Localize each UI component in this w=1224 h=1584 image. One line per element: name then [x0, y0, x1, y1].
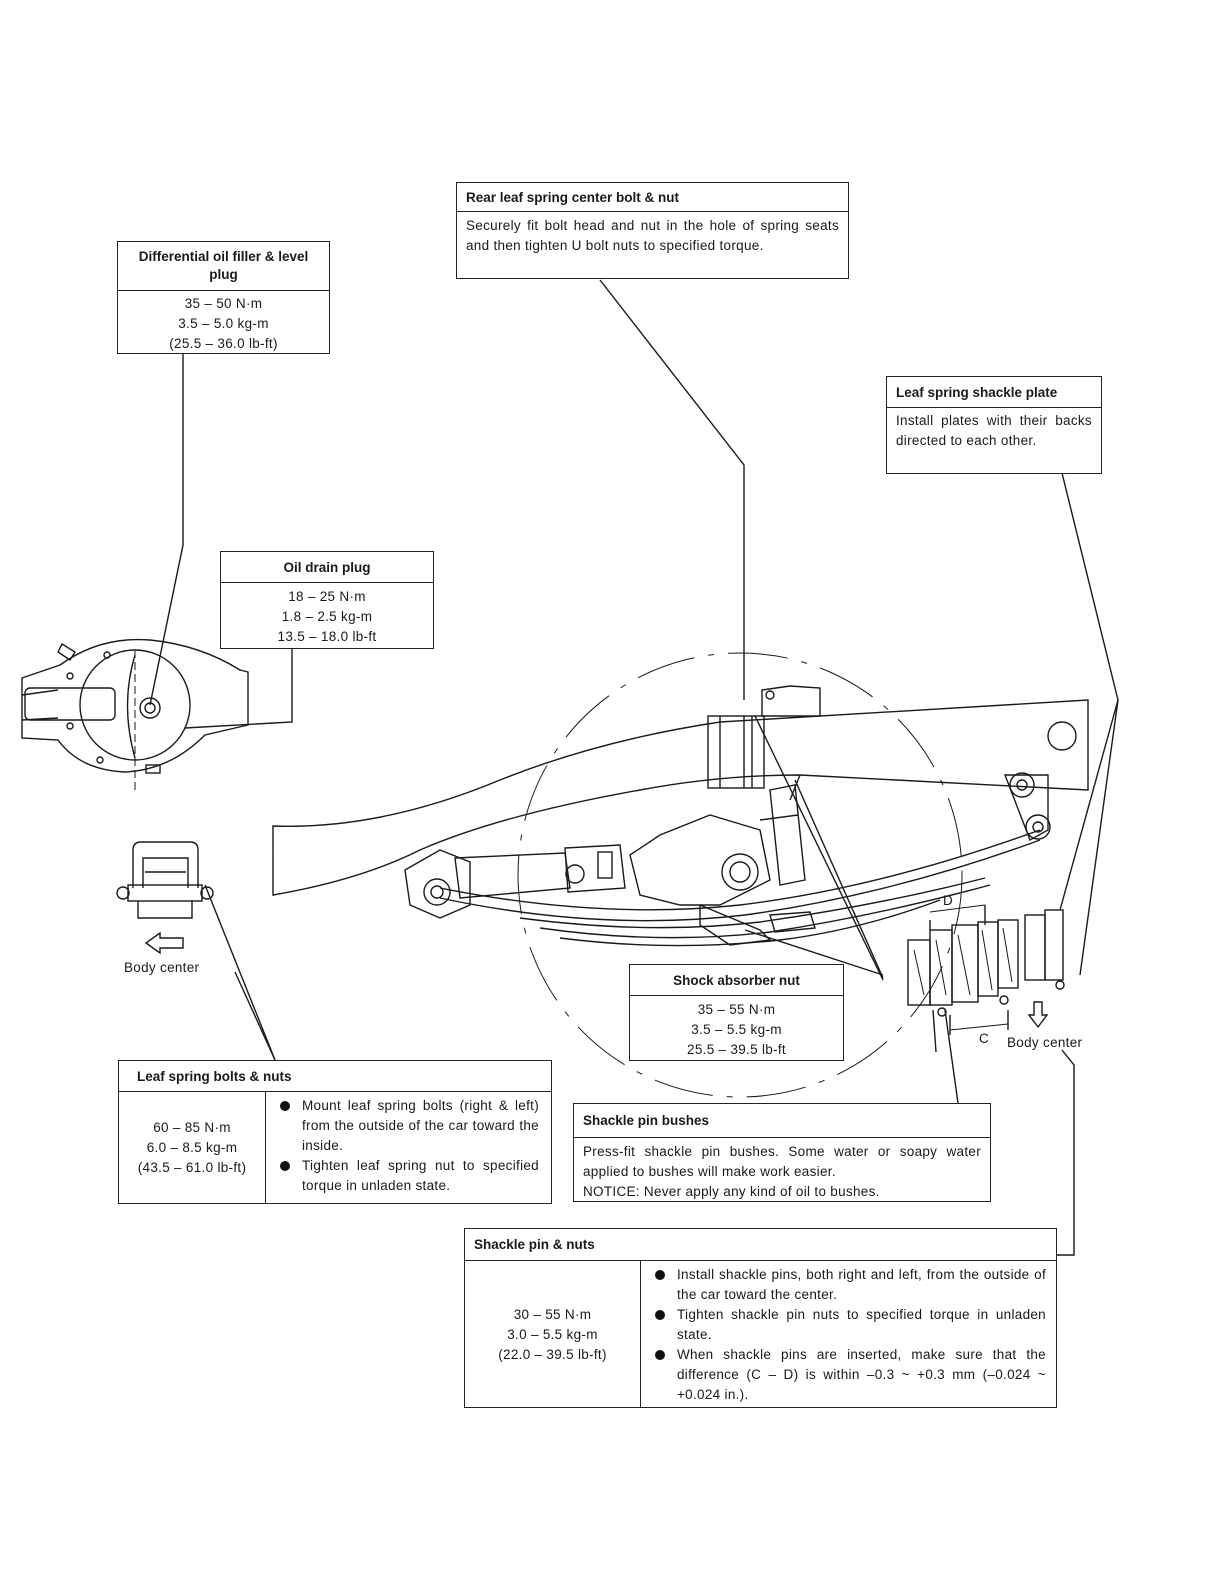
callout-title: Shackle pin bushes: [574, 1104, 990, 1138]
callout-title: Shock absorber nut: [630, 965, 843, 996]
torque-lbft: 25.5 – 39.5 lb-ft: [687, 1042, 786, 1057]
callout-title: Rear leaf spring center bolt & nut: [457, 183, 848, 212]
list-item: Tighten leaf spring nut to specified tor…: [276, 1156, 539, 1196]
torque-nm: 35 – 55 N·m: [697, 1002, 776, 1017]
callout-text: Install plates with their backs directed…: [896, 413, 1092, 448]
torque-values: 35 – 55 N·m 3.5 – 5.5 kg-m 25.5 – 39.5 l…: [630, 996, 843, 1062]
list-item: Tighten shackle pin nuts to specified to…: [651, 1305, 1046, 1345]
callout-center-bolt: Rear leaf spring center bolt & nut Secur…: [456, 182, 849, 279]
bump-stop: [707, 685, 821, 789]
callout-title-text: Differential oil filler & level plug: [138, 249, 309, 282]
torque-lbft: 13.5 – 18.0 lb-ft: [277, 629, 377, 644]
leaf-spring: [423, 829, 1041, 947]
torque-kgm: 3.5 – 5.0 kg-m: [178, 316, 269, 331]
callout-text: Securely fit bolt head and nut in the ho…: [466, 218, 839, 253]
callout-title-text: Leaf spring bolts & nuts: [137, 1068, 292, 1084]
torque-nm: 60 – 85 N·m: [153, 1120, 231, 1135]
shackle: [1003, 772, 1051, 842]
dimension-c-label: C: [979, 1031, 990, 1046]
torque-values: 30 – 55 N·m 3.0 – 5.5 kg-m (22.0 – 39.5 …: [465, 1261, 641, 1408]
torque-values: 35 – 50 N·m 3.5 – 5.0 kg-m (25.5 – 36.0 …: [118, 291, 329, 356]
torque-kgm: 3.0 – 5.5 kg-m: [507, 1326, 598, 1342]
callout-title: Shackle pin & nuts: [465, 1229, 1056, 1261]
torque-kgm: 6.0 – 8.5 kg-m: [146, 1140, 238, 1155]
shock-absorber: [759, 784, 806, 886]
dimension-d-label: D: [943, 893, 954, 908]
shackle-bush-detail: [907, 904, 1065, 1035]
torque-values: 18 – 25 N·m 1.8 – 2.5 kg-m 13.5 – 18.0 l…: [221, 583, 433, 649]
callout-title-text: Rear leaf spring center bolt & nut: [466, 189, 680, 205]
callout-diff-oil-filler-plug: Differential oil filler & level plug 35 …: [117, 241, 330, 354]
callout-title-text: Shock absorber nut: [673, 972, 800, 988]
callout-shock-absorber-nut: Shock absorber nut 35 – 55 N·m 3.5 – 5.5…: [629, 964, 844, 1061]
list-item: Mount leaf spring bolts (right & left) f…: [276, 1096, 539, 1156]
callout-oil-drain-plug: Oil drain plug 18 – 25 N·m 1.8 – 2.5 kg-…: [220, 551, 434, 649]
callout-shackle-plate: Leaf spring shackle plate Install plates…: [886, 376, 1102, 474]
notice-text: NOTICE: Never apply any kind of oil to b…: [583, 1184, 880, 1199]
callout-title: Leaf spring bolts & nuts: [119, 1061, 551, 1092]
body-center-label-right: Body center: [1007, 1035, 1083, 1050]
callout-title: Leaf spring shackle plate: [887, 377, 1101, 408]
callout-title-text: Shackle pin bushes: [583, 1113, 710, 1128]
torque-lbft: (22.0 – 39.5 lb-ft): [498, 1346, 607, 1362]
callout-title-text: Leaf spring shackle plate: [896, 384, 1058, 400]
axle-assembly: [454, 814, 816, 946]
callout-title-text: Oil drain plug: [283, 559, 371, 575]
instruction-list: Install shackle pins, both right and lef…: [651, 1265, 1046, 1405]
body-center-label-left: Body center: [124, 960, 200, 975]
torque-nm: 30 – 55 N·m: [513, 1306, 592, 1322]
instruction-list: Mount leaf spring bolts (right & left) f…: [276, 1096, 539, 1196]
differential-housing: [21, 638, 249, 790]
torque-kgm: 3.5 – 5.5 kg-m: [691, 1022, 782, 1037]
torque-values: 60 – 85 N·m 6.0 – 8.5 kg-m (43.5 – 61.0 …: [119, 1092, 266, 1204]
torque-kgm: 1.8 – 2.5 kg-m: [281, 609, 373, 624]
list-item: When shackle pins are inserted, make sur…: [651, 1345, 1046, 1405]
callout-title: Differential oil filler & level plug: [118, 242, 329, 291]
torque-nm: 35 – 50 N·m: [184, 296, 263, 311]
leader-lines: [149, 279, 1119, 1256]
callout-shackle-pin-bushes: Shackle pin bushes Press-fit shackle pin…: [573, 1103, 991, 1202]
bracket-detail: [116, 841, 214, 919]
callout-title-text: Shackle pin & nuts: [474, 1237, 595, 1252]
callout-text: Press-fit shackle pin bushes. Some water…: [583, 1144, 981, 1179]
callout-title: Oil drain plug: [221, 552, 433, 583]
torque-nm: 18 – 25 N·m: [288, 589, 366, 604]
callout-shackle-pin-nuts: Shackle pin & nuts 30 – 55 N·m 3.0 – 5.5…: [464, 1228, 1057, 1408]
torque-lbft: (25.5 – 36.0 lb-ft): [169, 336, 278, 351]
callout-leaf-spring-bolts: Leaf spring bolts & nuts 60 – 85 N·m 6.0…: [118, 1060, 552, 1204]
list-item: Install shackle pins, both right and lef…: [651, 1265, 1046, 1305]
torque-lbft: (43.5 – 61.0 lb-ft): [137, 1160, 247, 1175]
